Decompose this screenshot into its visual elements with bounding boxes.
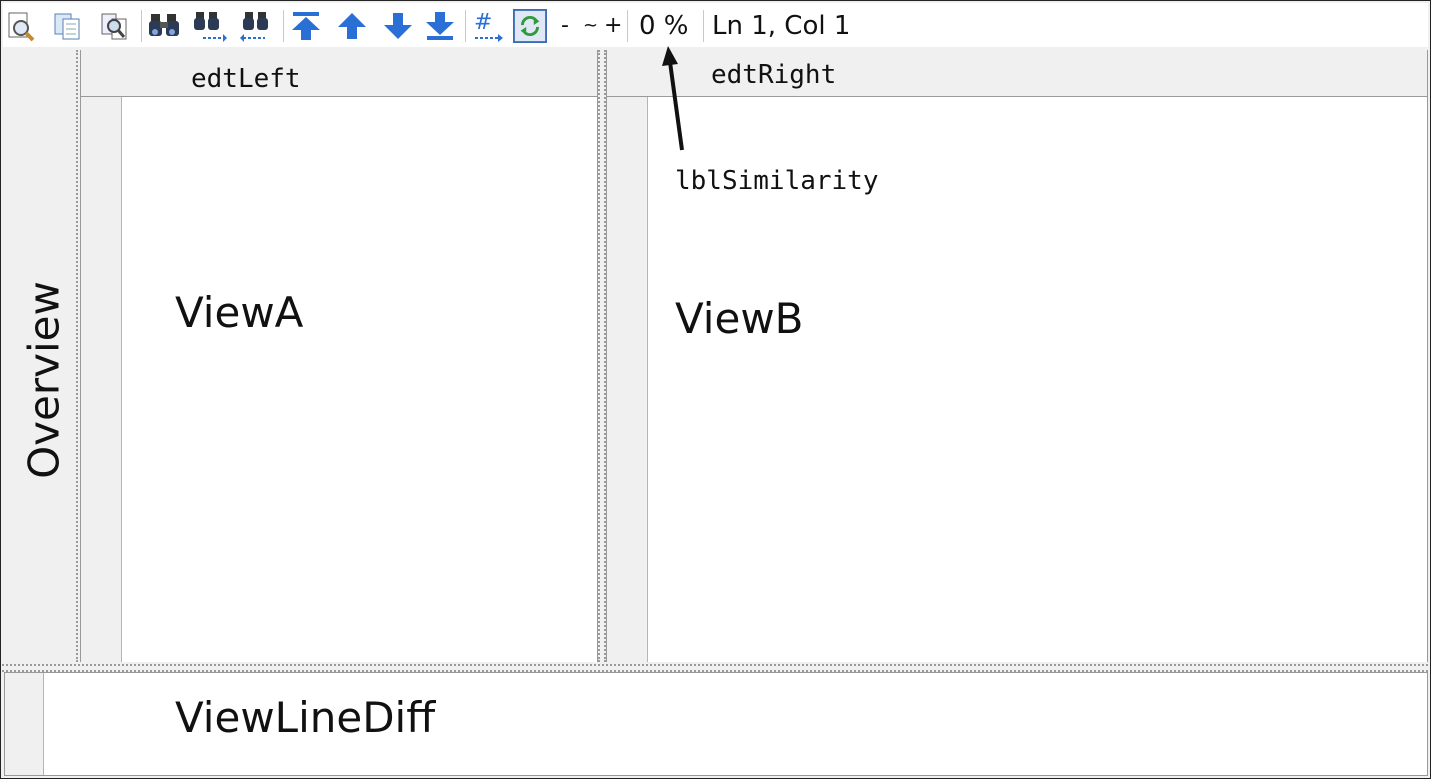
refresh-icon[interactable] (513, 9, 547, 43)
copy-icon[interactable] (51, 9, 85, 43)
horizontal-splitter[interactable] (2, 664, 1428, 672)
svg-text:#: # (474, 10, 492, 35)
cursor-position-label: Ln 1, Col 1 (712, 11, 851, 41)
right-gutter (607, 97, 648, 662)
toolbar-separator (627, 10, 628, 42)
line-diff-pane[interactable]: ViewLineDiff (4, 672, 1428, 776)
last-diff-icon[interactable] (423, 9, 457, 43)
similarity-label: 0 % (639, 11, 689, 41)
find-icon[interactable] (3, 9, 37, 43)
zoom-out-button[interactable]: - (561, 13, 569, 38)
line-diff-gutter (5, 673, 44, 775)
left-gutter (81, 97, 122, 662)
next-diff-icon[interactable] (381, 9, 415, 43)
zoom-reset-button[interactable]: ~ (583, 15, 599, 36)
zoom-in-button[interactable]: + (604, 13, 623, 38)
right-pane-header: edtRight (607, 50, 1427, 97)
find-next-icon[interactable] (193, 9, 227, 43)
compare-icon[interactable] (97, 9, 131, 43)
toolbar-separator (141, 10, 142, 42)
first-diff-icon[interactable] (289, 9, 323, 43)
find-prev-icon[interactable] (239, 9, 273, 43)
left-pane-title: edtLeft (191, 64, 301, 94)
left-pane-header: edtLeft (81, 50, 597, 97)
view-b-label: ViewB (675, 294, 804, 343)
toolbar: # - ~ + 0 % Ln 1, Col 1 (3, 3, 1428, 47)
binoculars-icon[interactable] (147, 9, 181, 43)
goto-line-icon[interactable]: # (471, 9, 505, 43)
toolbar-separator (465, 10, 466, 42)
vertical-splitter[interactable] (598, 50, 606, 662)
lbl-similarity-annotation: lblSimilarity (675, 166, 879, 196)
toolbar-separator (703, 10, 704, 42)
right-editor-pane[interactable]: edtRight lblSimilarity ViewB (606, 50, 1428, 662)
prev-diff-icon[interactable] (335, 9, 369, 43)
overview-label: Overview (19, 281, 69, 479)
overview-panel[interactable]: Overview (4, 50, 78, 662)
toolbar-separator (283, 10, 284, 42)
left-editor-pane[interactable]: edtLeft ViewA (80, 50, 598, 662)
right-pane-title: edtRight (711, 60, 837, 90)
view-a-label: ViewA (175, 288, 304, 337)
view-line-diff-label: ViewLineDiff (175, 693, 436, 742)
